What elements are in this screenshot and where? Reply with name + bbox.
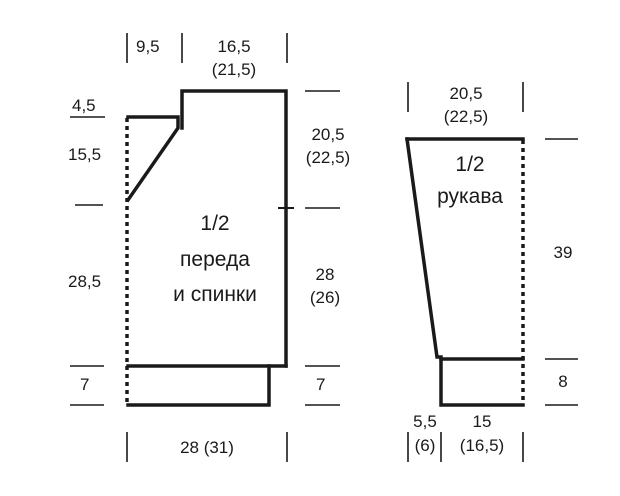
rib-step-line	[126, 364, 271, 407]
dim-sleeve-top-width-alt: (22,5)	[443, 107, 489, 126]
dim-armhole-alt: (22,5)	[305, 148, 351, 167]
body-label-fraction: 1/2	[200, 212, 230, 235]
neck-and-shoulder-line	[125, 115, 180, 203]
sleeve-piece-outline	[405, 137, 525, 407]
body-piece-outline	[125, 89, 288, 407]
dim-neck-depth: 4,5	[72, 96, 96, 115]
dim-neck-width: 16,5	[217, 37, 251, 56]
dim-side-alt: (26)	[309, 288, 341, 307]
dim-cuff-width-alt: (16,5)	[459, 436, 505, 455]
dim-armhole: 20,5	[311, 125, 345, 144]
dim-neck-width-alt: (21,5)	[211, 60, 257, 79]
dim-cuff-width: 15	[472, 412, 492, 431]
dim-lower-left: 28,5	[68, 272, 102, 291]
sleeve-dimension-guides	[407, 82, 578, 462]
dim-cuff-offset: 5,5	[413, 412, 437, 431]
body-label-line1: переда	[180, 248, 250, 271]
dim-shoulder-left: 9,5	[136, 37, 160, 56]
body-dimension-guides	[70, 33, 340, 462]
dim-sleeve-length: 39	[553, 243, 573, 262]
dim-bottom-width: 28 (31)	[180, 438, 234, 457]
dim-cuff-height: 8	[558, 372, 568, 391]
dim-sleeve-top-width: 20,5	[449, 84, 483, 103]
neck-top-and-armhole	[180, 89, 288, 368]
body-label-line2: и спинки	[173, 283, 257, 306]
dim-shoulder-slope: 15,5	[68, 145, 102, 164]
sleeve-label-name: рукава	[437, 185, 503, 208]
dim-rib-right: 7	[316, 375, 326, 394]
dim-rib-left: 7	[80, 375, 90, 394]
dim-cuff-offset-alt: (6)	[414, 436, 436, 455]
sleeve-label-fraction: 1/2	[455, 153, 485, 176]
dim-side: 28	[315, 265, 335, 284]
sleeve-side-and-cuff	[405, 137, 525, 407]
